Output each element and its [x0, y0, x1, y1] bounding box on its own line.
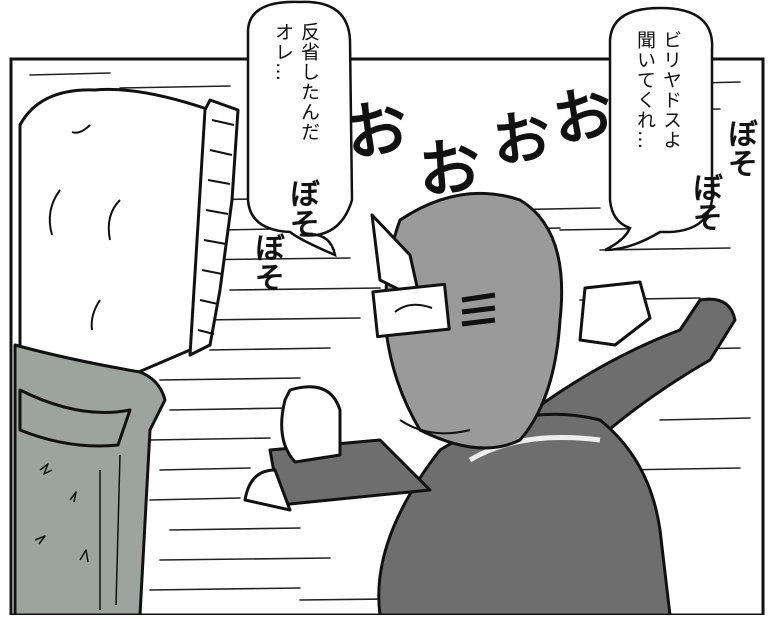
speech-text-right: ビリヤドスよ 聞いてくれ…: [632, 30, 684, 220]
speech-text-left: 反省したんだ オレ…: [270, 22, 322, 212]
sfx-mutter: ぼそ: [722, 118, 757, 178]
sfx-mutter: ぼそ: [284, 178, 319, 238]
sfx-char: お: [489, 102, 554, 176]
sfx-char: お: [415, 129, 483, 208]
speech-bubble-right: [604, 6, 714, 252]
masked-hero-character: [243, 191, 737, 617]
speech-bubble-left: [246, 0, 354, 258]
sfx-char: お: [340, 89, 413, 171]
speech-line: ビリヤドスよ: [660, 30, 682, 150]
sfx-mutter: ぼそ: [687, 172, 722, 232]
bag-head-character: [13, 87, 240, 617]
speech-line: オレ…: [272, 22, 294, 82]
speech-line: 反省したんだ: [298, 22, 320, 142]
speech-line: 聞いてくれ…: [634, 30, 656, 150]
sfx-mutter: ぼそ: [249, 232, 284, 292]
